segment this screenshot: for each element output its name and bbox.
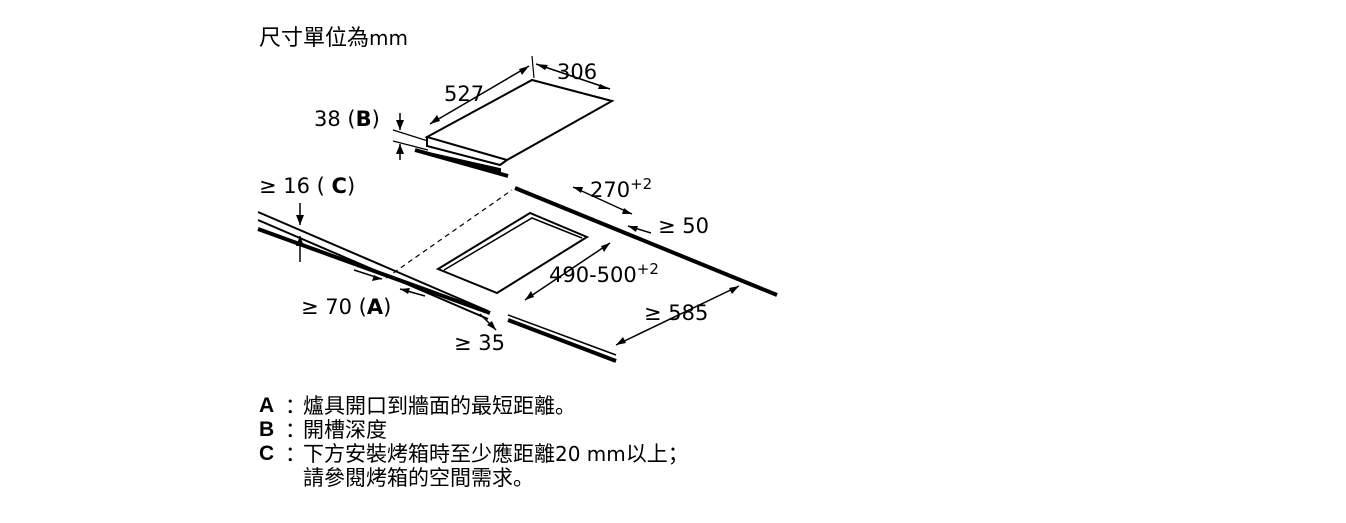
dim-490-label: 490-500+2 <box>549 260 659 287</box>
countertop-front-edge-top <box>414 148 509 178</box>
dim-16-value: ≥ 16 ( <box>259 174 332 198</box>
dim-306-label: 306 <box>557 60 597 84</box>
hidden-rear-line <box>385 189 513 279</box>
legend-item-a: A ： 爐具開口到牆面的最短距離。 <box>259 394 689 418</box>
dim-270-value: 270 <box>590 178 630 202</box>
arrowhead <box>296 236 304 246</box>
dim-38-close: ) <box>372 107 380 131</box>
dim-585-label: ≥ 585 <box>644 301 708 325</box>
countertop-left-top-edge <box>257 211 489 312</box>
arrowhead <box>622 208 632 214</box>
legend-colon: ： <box>285 442 306 466</box>
dim-16-key: C <box>332 174 347 198</box>
arrowhead <box>396 144 404 154</box>
legend-colon: ： <box>285 394 306 418</box>
dim-50-label: ≥ 50 <box>658 214 709 238</box>
legend-text-num: 20 mm <box>555 442 626 466</box>
arrowhead <box>601 243 610 252</box>
dim-16-label: ≥ 16 ( C) <box>259 174 355 198</box>
dim-585-line <box>615 285 740 346</box>
cooktop-top-surface <box>424 78 615 162</box>
countertop-thin-front <box>507 314 617 356</box>
cutout-inner-edge <box>443 217 583 271</box>
arrowhead <box>296 215 304 225</box>
dim-70-value: ≥ 70 ( <box>301 295 367 319</box>
dim-70-close: ) <box>383 295 391 319</box>
arrowhead <box>628 226 638 232</box>
legend-text-pre: 下方安裝烤箱時至少應距離 <box>303 442 555 466</box>
dim-527-label: 527 <box>444 82 484 106</box>
dim-490-line <box>524 242 611 301</box>
legend-key: C <box>259 442 275 465</box>
dim-270-tolerance: +2 <box>630 175 652 193</box>
dim-38-value: 38 ( <box>314 107 356 131</box>
dim-490-value: 490-500 <box>549 263 637 287</box>
dim-16-close: ) <box>347 174 355 198</box>
arrowhead <box>400 288 410 294</box>
dim-490-tolerance: +2 <box>637 260 659 278</box>
arrowhead <box>519 66 529 75</box>
title-unit: mm <box>369 26 408 50</box>
legend-colon: ： <box>285 418 306 442</box>
dim-306-line <box>535 63 611 90</box>
legend-text: 開槽深度 <box>303 418 387 442</box>
legend-item-c: C ： 下方安裝烤箱時至少應距離20 mm以上； <box>259 442 689 466</box>
dim-70-key: A <box>367 295 384 319</box>
arrowhead <box>525 291 534 300</box>
countertop-front-edge-a <box>257 227 491 315</box>
arrowhead <box>396 120 404 130</box>
arrowhead <box>536 64 548 70</box>
legend-text: 下方安裝烤箱時至少應距離20 mm以上； <box>303 442 689 466</box>
legend: A ： 爐具開口到牆面的最短距離。 B ： 開槽深度 C ： 下方安裝烤箱時至少… <box>259 394 689 490</box>
countertop-front-edge-b <box>507 318 617 363</box>
legend-text: 爐具開口到牆面的最短距離。 <box>303 394 576 418</box>
dim-35-label: ≥ 35 <box>454 331 505 355</box>
title-text: 尺寸單位為 <box>259 26 370 51</box>
cooktop-body-edge <box>426 137 508 167</box>
dim-38-ext-b <box>392 140 429 151</box>
dim-306-ext <box>531 55 535 79</box>
legend-key: B <box>259 418 275 441</box>
legend-key: A <box>259 394 275 417</box>
arrowhead <box>372 275 382 281</box>
countertop-rear-edge <box>514 186 778 297</box>
dim-527-line <box>429 65 530 125</box>
page-title: 尺寸單位為mm <box>259 20 408 52</box>
dim-38-key: B <box>356 107 372 131</box>
legend-item-b: B ： 開槽深度 <box>259 418 689 442</box>
arrowhead <box>616 337 626 345</box>
dim-270-line <box>572 186 633 215</box>
arrowhead <box>598 84 610 89</box>
dim-38-label: 38 (B) <box>314 107 380 131</box>
legend-item-c-continued: 請參閱烤箱的空間需求。 <box>303 466 534 490</box>
arrowhead <box>487 321 496 330</box>
legend-text-post: 以上； <box>625 442 689 466</box>
arrowhead <box>573 187 583 193</box>
cutout-opening <box>435 211 590 295</box>
dim-70-label: ≥ 70 (A) <box>301 295 391 319</box>
arrowhead <box>430 115 440 124</box>
dim-38-ext-a <box>392 129 429 142</box>
dim-270-label: 270+2 <box>590 175 652 202</box>
arrowhead <box>729 286 739 294</box>
